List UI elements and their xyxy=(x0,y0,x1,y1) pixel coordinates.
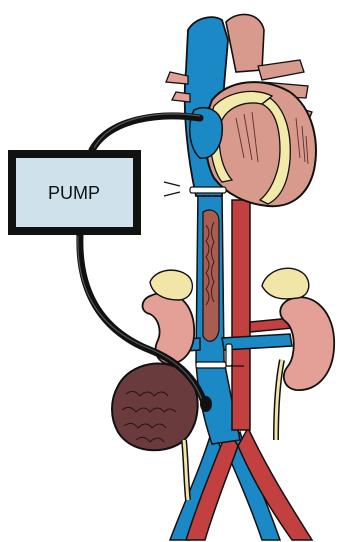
tumor-thrombus xyxy=(203,210,219,341)
return-cannula xyxy=(92,116,200,150)
adrenal-right-side xyxy=(262,268,309,299)
cannula-tip xyxy=(200,396,212,412)
renal-vein-clamp xyxy=(226,344,232,366)
abdominal-aorta xyxy=(232,200,250,430)
pump-label: PUMP xyxy=(48,183,100,203)
pump-box: PUMP xyxy=(8,150,141,235)
aortic-arch xyxy=(226,14,264,72)
